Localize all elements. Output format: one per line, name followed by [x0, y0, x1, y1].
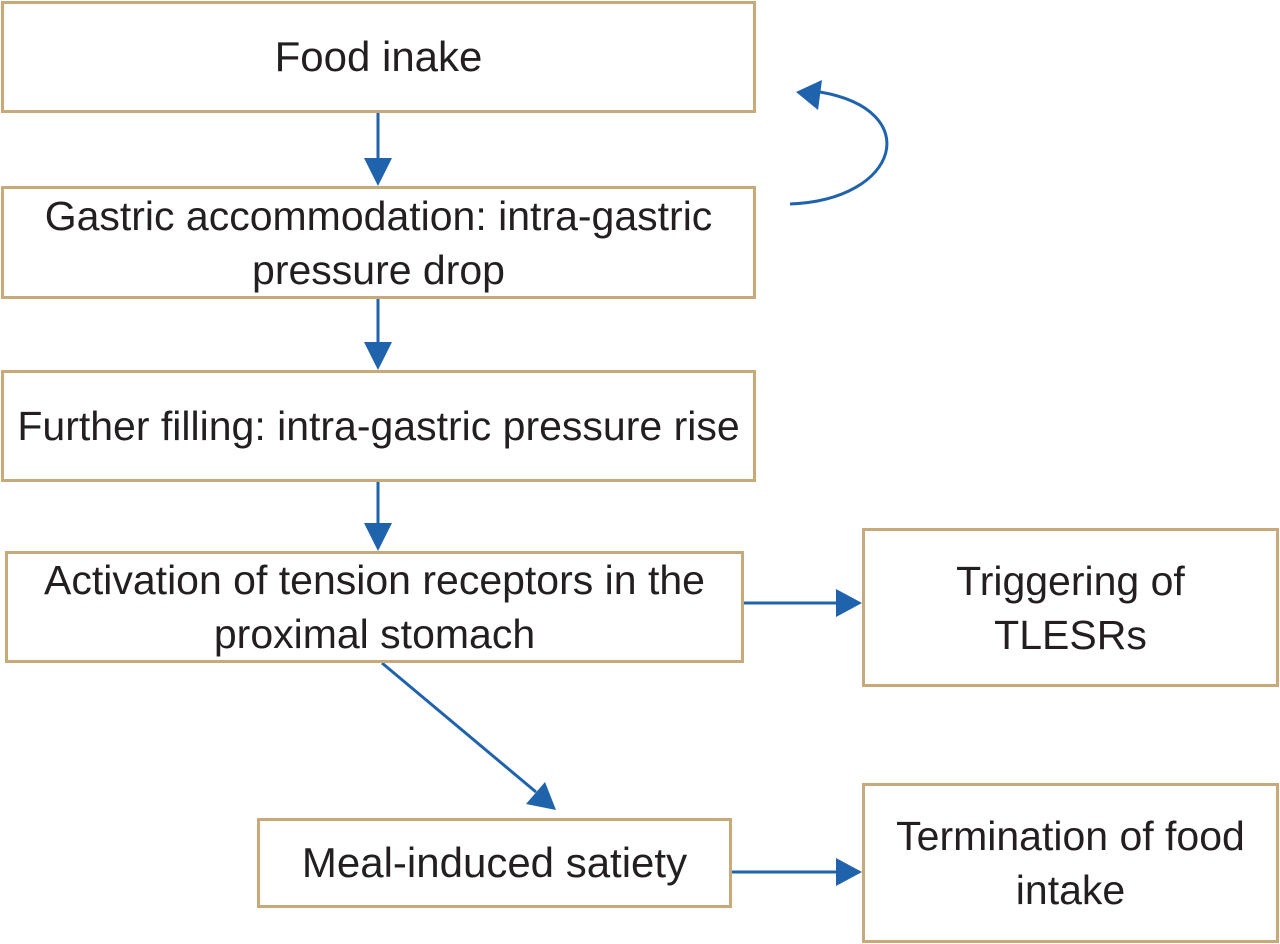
- arrowhead-filling-to-activation: [364, 523, 392, 551]
- arrowhead-activation-to-triggering: [836, 589, 862, 617]
- node-further-filling-label: Further filling: intra-gastric pressure …: [17, 403, 740, 449]
- node-further-filling: Further filling: intra-gastric pressure …: [1, 370, 756, 482]
- arrow-activation-to-satiety: [381, 661, 537, 794]
- arrow-feedback-curve: [789, 90, 889, 206]
- node-gastric-accommodation: Gastric accommodation: intra-gastric pre…: [1, 186, 756, 299]
- node-food-intake: Food inake: [1, 1, 756, 113]
- node-satiety-label: Meal-induced satiety: [301, 839, 688, 886]
- arrowhead-satiety-to-termination: [836, 858, 862, 886]
- node-satiety: Meal-induced satiety: [257, 818, 732, 908]
- node-termination-label: Termination of food intake: [896, 813, 1245, 913]
- arrowhead-food-to-gastric: [364, 158, 392, 186]
- arrowhead-activation-to-satiety: [526, 782, 556, 810]
- node-triggering: Triggering of TLESRs: [862, 528, 1279, 687]
- node-triggering-label: Triggering of TLESRs: [956, 557, 1185, 658]
- arrowhead-feedback-curve: [796, 80, 822, 110]
- node-gastric-accommodation-label: Gastric accommodation: intra-gastric pre…: [44, 192, 713, 293]
- node-food-intake-label: Food inake: [274, 33, 483, 80]
- node-termination: Termination of food intake: [862, 783, 1279, 943]
- node-activation-label: Activation of tension receptors in the p…: [44, 557, 705, 657]
- arrowhead-gastric-to-filling: [364, 342, 392, 370]
- node-activation: Activation of tension receptors in the p…: [5, 551, 744, 663]
